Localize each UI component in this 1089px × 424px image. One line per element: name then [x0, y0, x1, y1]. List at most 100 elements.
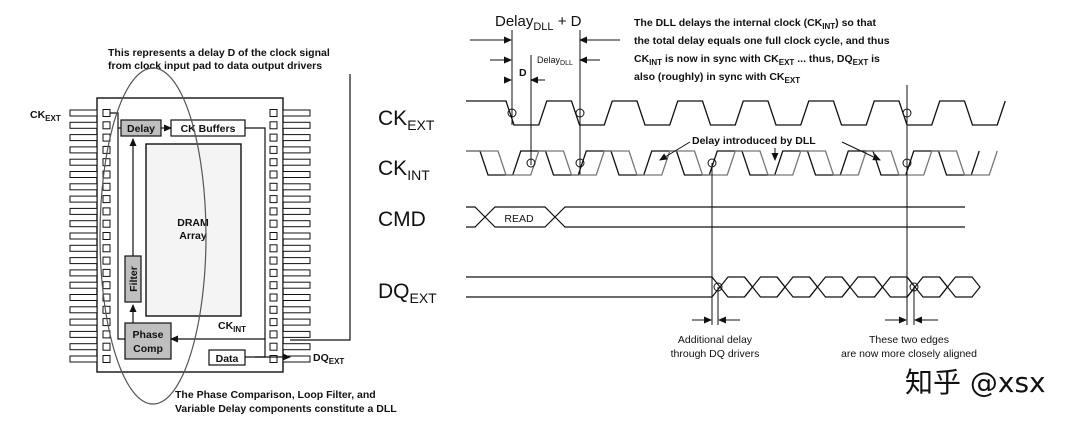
- signal-label-dq-ext: DQEXT: [378, 280, 437, 306]
- dram-array-line1: DRAM: [177, 217, 209, 229]
- phase-comp-line2: Comp: [133, 343, 163, 355]
- waveform-cmd: [466, 206, 965, 228]
- additional-delay-line2: through DQ drivers: [671, 348, 760, 360]
- description-line4: also (roughly) in sync with CKEXT: [634, 71, 800, 85]
- right-pad: [269, 207, 278, 216]
- ck-ext-pin-label: CKEXT: [30, 109, 61, 123]
- waveform-ck-int: [466, 150, 980, 176]
- right-pad: [269, 109, 278, 117]
- left-pad: [102, 256, 111, 265]
- phase-comp-line1: Phase: [133, 329, 164, 341]
- delay-dimension-marks: [470, 30, 620, 175]
- right-pad: [269, 293, 278, 302]
- dq-eye-left: [841, 276, 851, 298]
- dram-array: [145, 143, 242, 317]
- delay-dll-small-label: DelayDLL: [537, 55, 573, 67]
- right-pin: [282, 330, 311, 338]
- right-pad: [269, 305, 278, 314]
- dq-eye-left: [874, 276, 884, 298]
- left-pad: [102, 219, 111, 228]
- left-pin: [69, 281, 98, 289]
- right-pad: [269, 268, 278, 277]
- chip-wiring: [110, 112, 291, 361]
- chip-bottom-note-line1: The Phase Comparison, Loop Filter, and: [175, 389, 376, 401]
- left-pad: [102, 195, 111, 204]
- right-pin: [282, 134, 311, 142]
- aligned-edges-line1: These two edges: [869, 334, 949, 346]
- left-pin: [69, 269, 98, 277]
- dll-ellipse: [99, 67, 207, 405]
- right-pin: [282, 109, 311, 117]
- left-pad: [102, 281, 111, 290]
- delay-introduced-arrows: [659, 141, 881, 161]
- right-pin: [282, 257, 311, 265]
- right-pin: [282, 158, 311, 166]
- dq-eye-left: [809, 276, 819, 298]
- description-line3: CKINT is now in sync with CKEXT ... thus…: [634, 53, 880, 67]
- ck-buffers-label: CK Buffers: [181, 123, 236, 135]
- right-pin: [282, 220, 311, 228]
- right-pad: [269, 145, 278, 154]
- timing-diagram: DelayDLL + D D DelayDLL The DLL delays t…: [378, 13, 1006, 360]
- left-pad: [102, 268, 111, 277]
- right-pad: [269, 355, 278, 363]
- right-pad: [269, 342, 278, 351]
- left-pad: [102, 182, 111, 191]
- filter-block-label: Filter: [128, 266, 140, 292]
- left-pin: [69, 232, 98, 240]
- dq-eye-left: [776, 276, 786, 298]
- left-pin: [69, 306, 98, 314]
- left-pin-row: [69, 109, 111, 363]
- right-pad: [269, 330, 278, 339]
- description-line1: The DLL delays the internal clock (CKINT…: [634, 17, 877, 31]
- left-pin: [69, 121, 98, 129]
- right-pin: [282, 121, 311, 129]
- dq-eye-left: [711, 276, 721, 298]
- left-pin: [69, 195, 98, 203]
- left-pin: [69, 158, 98, 166]
- watermark-text: 知乎 @xsx: [905, 366, 1046, 399]
- right-pad: [269, 133, 278, 142]
- note-bracket-line: [290, 74, 351, 341]
- additional-delay-line1: Additional delay: [678, 334, 753, 346]
- dq-data-eye: [947, 276, 981, 298]
- chip-bottom-note-line2: Variable Delay components constitute a D…: [175, 403, 397, 415]
- dq-eye-left: [939, 276, 949, 298]
- right-pad: [269, 170, 278, 179]
- delay-dll-plus-d-label: DelayDLL + D: [495, 13, 582, 33]
- left-pin: [69, 343, 98, 351]
- right-pad: [269, 244, 278, 253]
- left-pin: [69, 207, 98, 215]
- description-line2: the total delay equals one full clock cy…: [634, 35, 890, 47]
- right-pin: [282, 232, 311, 240]
- chip-top-note-line1: This represents a delay D of the clock s…: [108, 47, 330, 59]
- dq-ext-pin-label: DQEXT: [313, 352, 344, 366]
- right-pin: [282, 171, 311, 178]
- right-pad: [269, 232, 278, 240]
- right-pad: [269, 281, 278, 290]
- right-pad: [269, 256, 278, 265]
- right-pin: [282, 269, 311, 277]
- left-pad: [102, 158, 111, 167]
- right-pin: [282, 146, 311, 154]
- right-pin: [282, 244, 311, 252]
- right-pin-row: [269, 109, 311, 363]
- aligned-edges-line2: are now more closely aligned: [841, 348, 977, 360]
- waveform-ck-ext: [466, 100, 1006, 126]
- left-pin: [69, 171, 98, 178]
- ck-ext-trace: [466, 100, 1006, 126]
- right-pin: [282, 183, 311, 191]
- waveform-ck-int-delayed: [466, 150, 998, 176]
- read-command-label: READ: [504, 213, 534, 225]
- dq-eye-left: [744, 276, 754, 298]
- left-pin: [69, 355, 98, 363]
- left-pad: [102, 355, 111, 363]
- left-pin: [69, 134, 98, 142]
- data-block-label: Data: [216, 353, 239, 365]
- left-pad: [102, 244, 111, 253]
- d-label: D: [519, 67, 527, 79]
- left-pad: [102, 207, 111, 216]
- signal-label-ck-int: CKINT: [378, 157, 430, 183]
- right-pin: [282, 281, 311, 289]
